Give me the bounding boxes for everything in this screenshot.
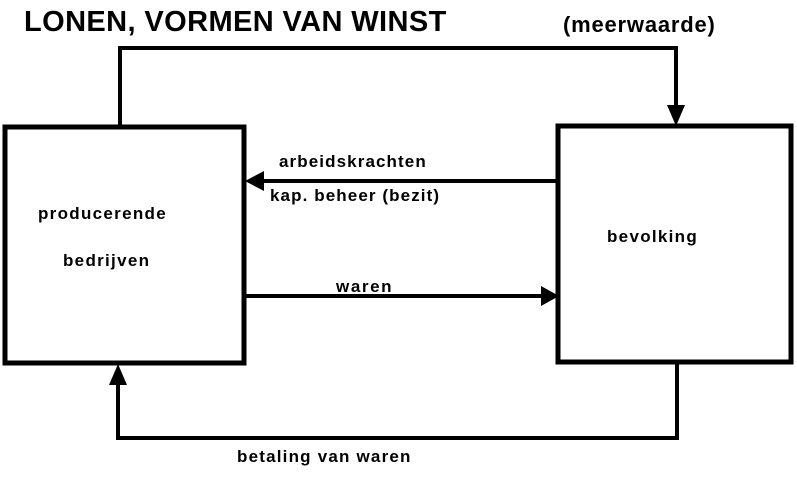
diagram-title-parenthetical: (meerwaarde) bbox=[563, 12, 716, 37]
edge-lonen-winst-line bbox=[118, 46, 678, 127]
edge-lonen-winst-arrowhead bbox=[667, 105, 685, 126]
edge-betaling-van-waren-line bbox=[116, 362, 679, 440]
node-label-producerende-bedrijven-line2: bedrijven bbox=[63, 251, 151, 270]
node-box-producerende-bedrijven bbox=[2, 124, 247, 366]
edge-label-kap-beheer-bezit: kap. beheer (bezit) bbox=[270, 186, 441, 205]
edge-waren-arrowhead bbox=[541, 286, 559, 306]
node-box-bevolking bbox=[555, 123, 794, 365]
node-label-producerende-bedrijven-line1: producerende bbox=[38, 204, 167, 223]
edge-betaling-van-waren-arrowhead bbox=[109, 364, 127, 385]
node-label-bevolking: bevolking bbox=[607, 227, 699, 246]
edge-label-arbeidskrachten: arbeidskrachten bbox=[279, 152, 427, 171]
edge-label-betaling-van-waren: betaling van waren bbox=[237, 447, 412, 466]
edge-arbeidskrachten-arrowhead bbox=[245, 171, 264, 191]
edge-label-waren: waren bbox=[336, 277, 394, 296]
diagram-title: LONEN, VORMEN VAN WINST bbox=[24, 6, 447, 38]
